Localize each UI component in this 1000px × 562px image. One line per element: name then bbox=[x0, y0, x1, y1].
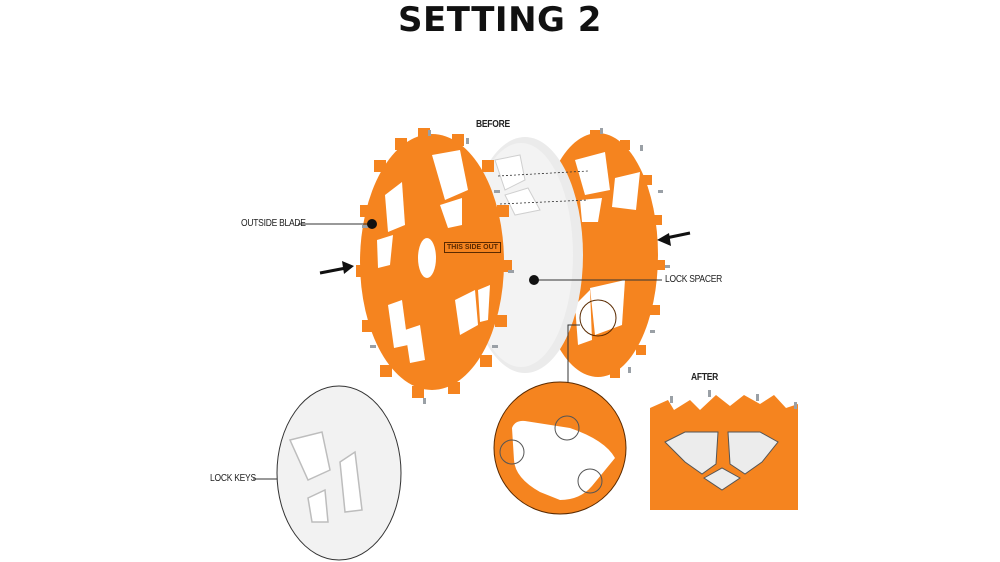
label-after: AFTER bbox=[691, 372, 719, 383]
outside-blade bbox=[356, 128, 514, 404]
label-lock-keys: LOCK KEYS bbox=[210, 473, 256, 484]
label-before: BEFORE bbox=[476, 119, 510, 130]
arrow-icon-right bbox=[319, 261, 354, 275]
diagram-title: SETTING 2 bbox=[398, 0, 602, 40]
label-outside-blade: OUTSIDE BLADE bbox=[241, 218, 306, 229]
after-detail bbox=[650, 390, 798, 510]
spacer-notch-detail bbox=[493, 381, 627, 515]
this-side-out-stamp: THIS SIDE OUT bbox=[444, 242, 501, 253]
lock-keys-detail bbox=[276, 385, 402, 561]
arrow-icon-left bbox=[657, 231, 691, 246]
label-lock-spacer: LOCK SPACER bbox=[665, 274, 723, 285]
